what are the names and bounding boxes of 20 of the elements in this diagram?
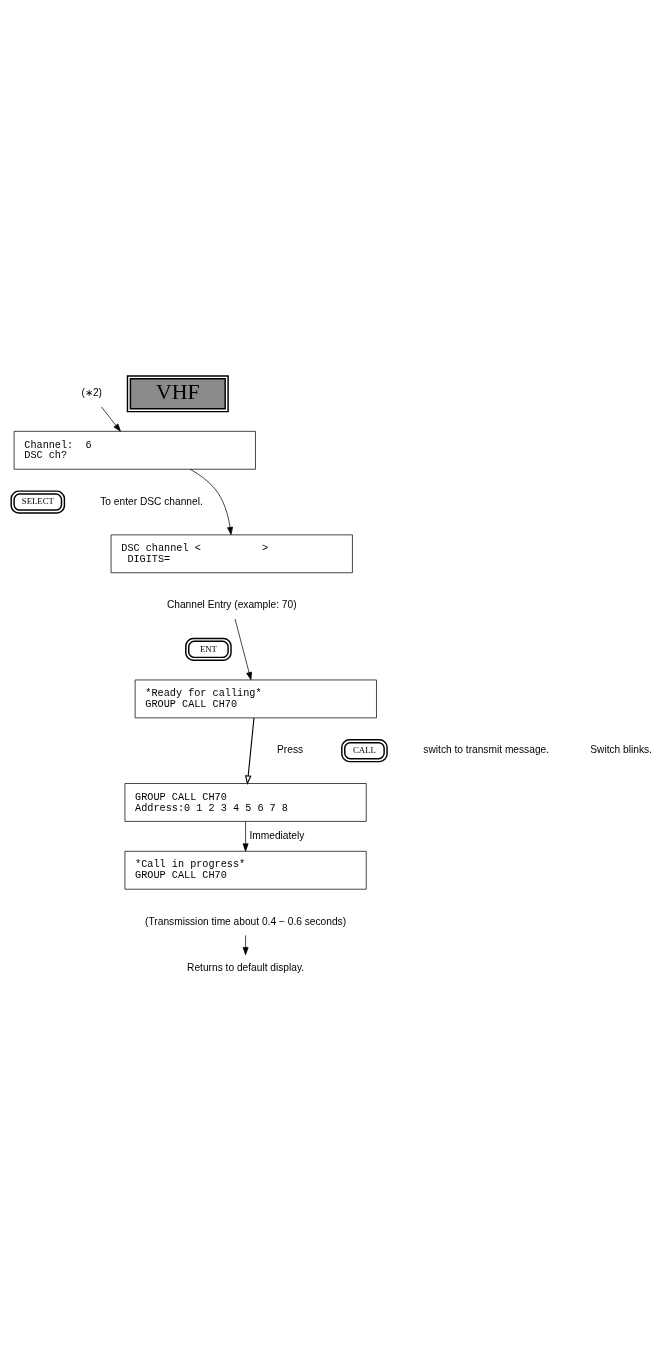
- arrow: [242, 934, 249, 955]
- label: To enter DSC channel.: [100, 495, 203, 507]
- node-text: Returns to default display.: [187, 961, 305, 973]
- node-text: Channel Entry (example: 70): [166, 598, 297, 610]
- node-box: *Ready for calling* GROUP CALL CH70: [134, 679, 377, 718]
- arrow: [234, 618, 252, 680]
- arrow: [242, 820, 249, 851]
- edge-label: Immediately: [249, 829, 305, 841]
- node-box: GROUP CALL CH70 Address:0 1 2 3 4 5 6 7 8: [124, 782, 367, 822]
- node-text: (Transmission time about 0.4 − 0.6 seconds): [145, 915, 347, 927]
- arrow: [189, 468, 233, 535]
- label: switch to transmit message.: [423, 743, 550, 755]
- label: Switch blinks.: [590, 743, 652, 755]
- arrow: [244, 716, 255, 785]
- label: Press: [277, 743, 304, 755]
- arrow: [101, 406, 121, 432]
- node-box: *Call in progress* GROUP CALL CH70: [124, 850, 367, 890]
- node-text: (∗2): [81, 386, 102, 398]
- node-box: Channel: 6 DSC ch?: [13, 430, 256, 470]
- node-box: DSC channel < > DIGITS=: [110, 534, 353, 573]
